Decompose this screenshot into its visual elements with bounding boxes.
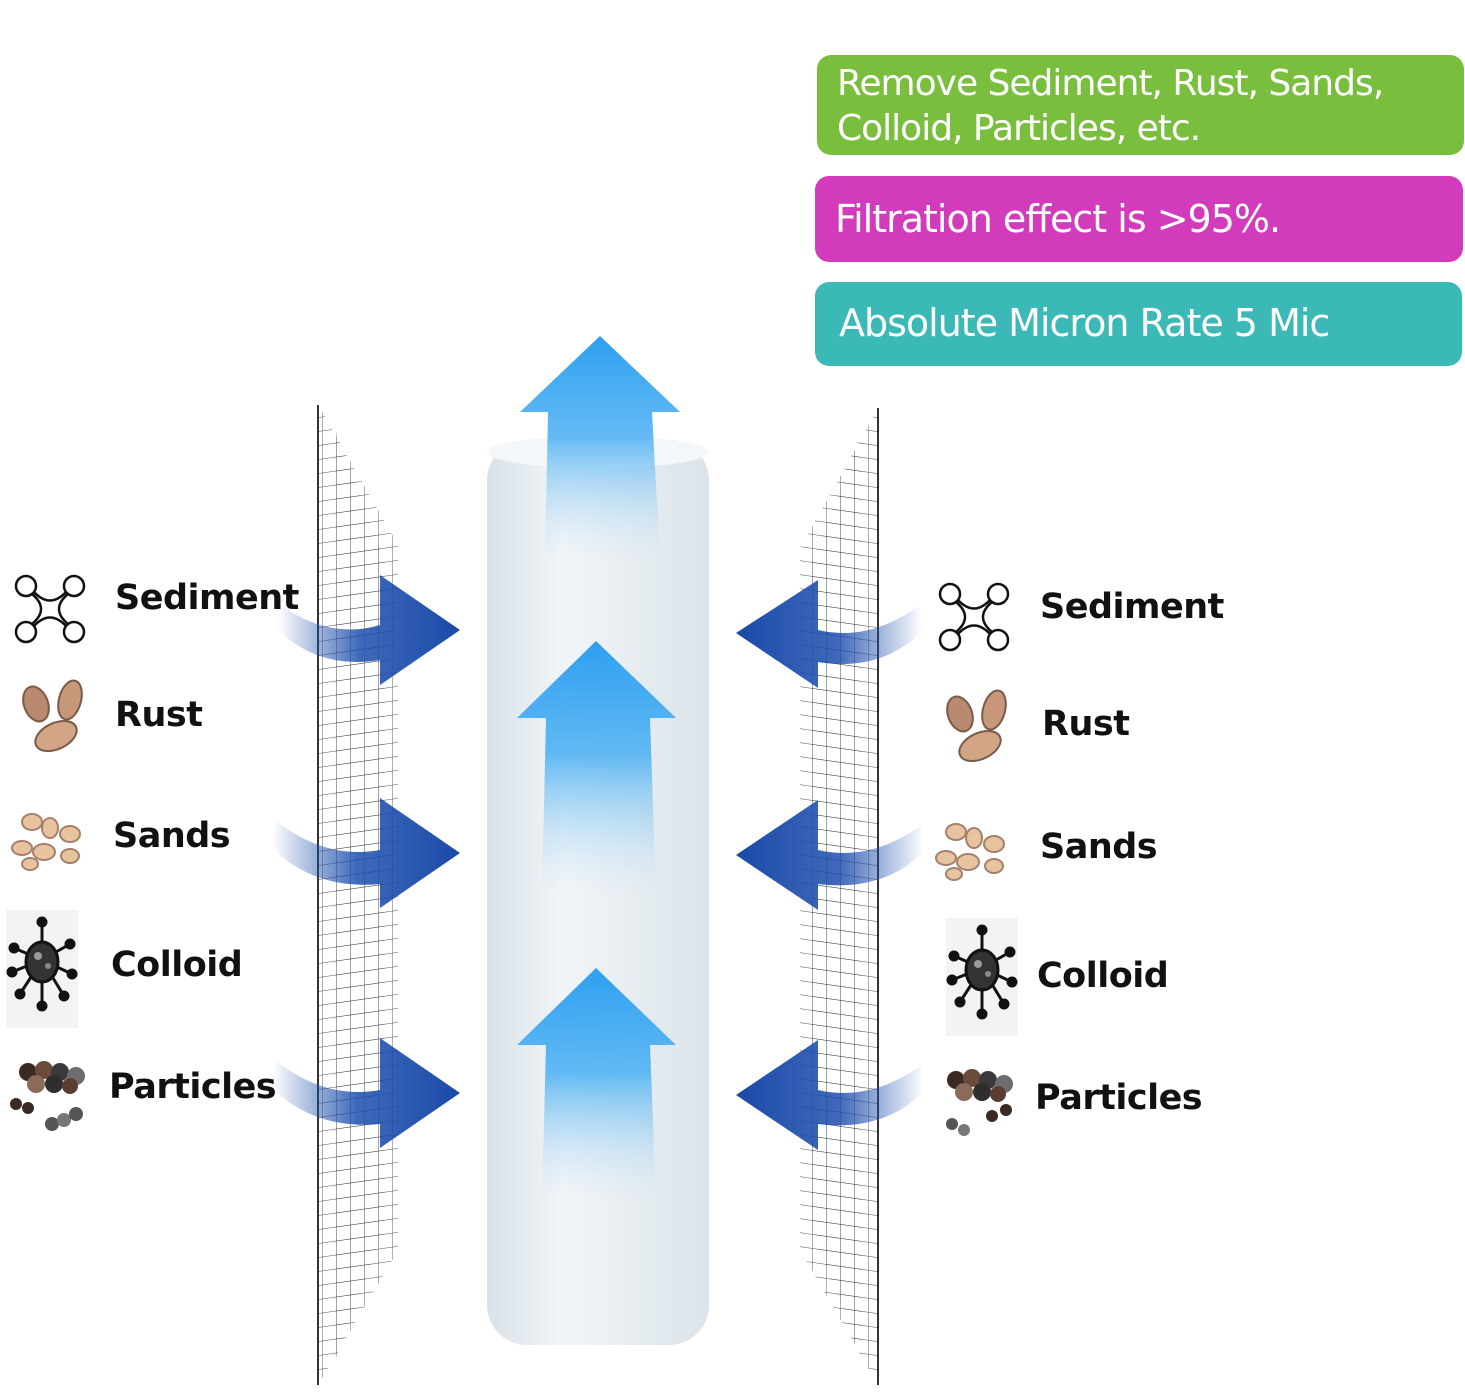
left-label-particles: Particles (109, 1067, 277, 1107)
banner-removal-list: Remove Sediment, Rust, Sands, Colloid, P… (817, 55, 1464, 155)
banner-micron-rate: Absolute Micron Rate 5 Mic (815, 282, 1462, 366)
upflow-arrow-middle (517, 641, 676, 895)
upflow-arrow-top (520, 336, 680, 560)
right-inflow-arrow-3 (736, 1040, 924, 1150)
banner-filtration-effect: Filtration effect is >95%. (815, 176, 1463, 262)
sediment-icon (14, 574, 86, 644)
left-inflow-arrow-2 (272, 798, 460, 908)
right-inflow-arrow-2 (736, 800, 924, 910)
banner-removal-line1: Remove Sediment, Rust, Sands, (837, 63, 1384, 104)
left-label-sands: Sands (113, 816, 231, 856)
left-label-rust: Rust (115, 695, 203, 735)
rust-icon (946, 689, 1007, 763)
rust-icon (22, 679, 83, 753)
right-inflow-arrow-1 (736, 580, 922, 688)
right-label-particles: Particles (1035, 1078, 1203, 1118)
right-label-sediment: Sediment (1040, 587, 1224, 627)
banner-removal-line2: Colloid, Particles, etc. (837, 108, 1201, 149)
left-inflow-arrow-3 (272, 1038, 460, 1148)
sands-icon (11, 813, 81, 871)
right-label-sands: Sands (1040, 827, 1158, 867)
colloid-icon (946, 918, 1018, 1036)
right-label-rust: Rust (1042, 704, 1130, 744)
sands-icon (935, 823, 1005, 881)
sediment-icon (938, 582, 1010, 652)
colloid-icon (6, 910, 78, 1028)
left-inflow-arrow-1 (278, 575, 460, 685)
left-label-sediment: Sediment (115, 578, 299, 618)
particles-icon (10, 1061, 85, 1131)
left-label-colloid: Colloid (111, 945, 243, 985)
particles-icon (946, 1069, 1013, 1136)
upflow-arrow-bottom (517, 968, 676, 1200)
right-label-colloid: Colloid (1037, 956, 1169, 996)
